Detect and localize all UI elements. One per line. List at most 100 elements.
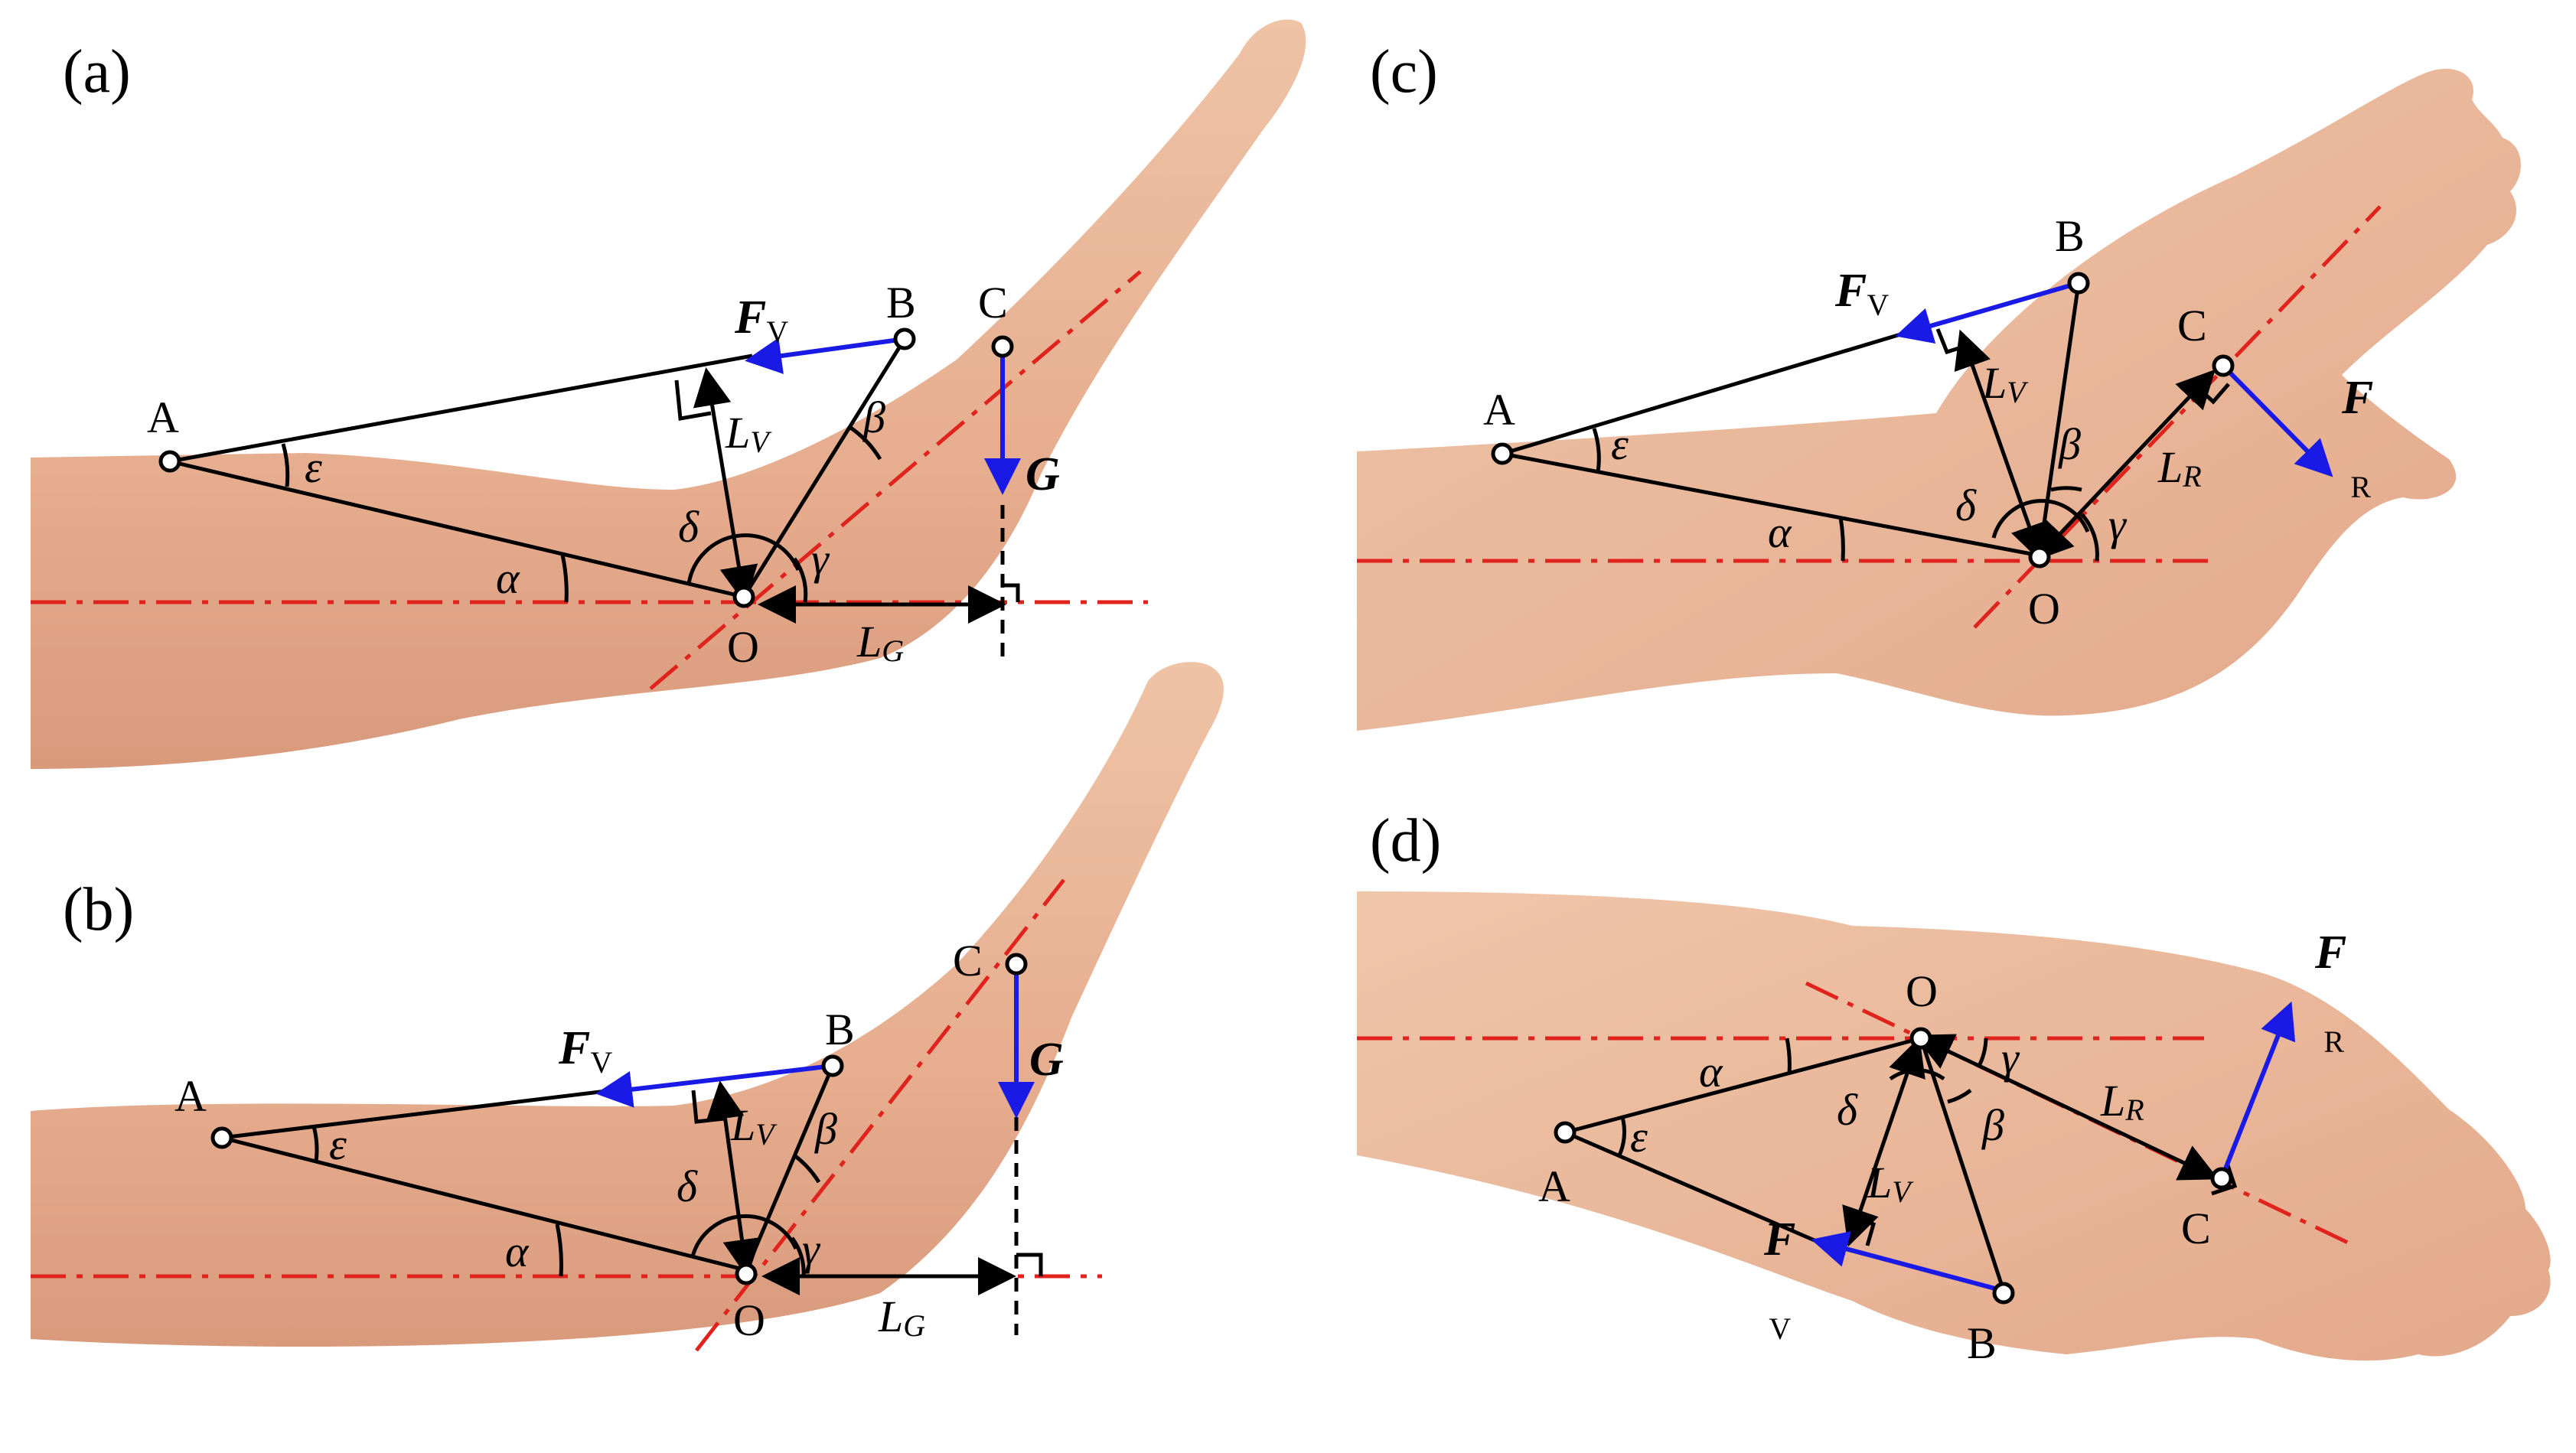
- panel-b-point-C: C: [953, 936, 983, 985]
- panel-a-line-AF: [169, 353, 753, 464]
- panel-c-arc-alpha: [1838, 516, 1845, 562]
- panel-d-point-O: O: [1906, 966, 1938, 1016]
- panel-b-gravity-label: G: [1029, 1034, 1064, 1086]
- panel-b-node-A: [210, 1126, 233, 1149]
- panel-c-arc-gamma: [2080, 513, 2099, 562]
- panel-c-node-B: [2067, 272, 2090, 295]
- panel-a-angle-gamma: γ: [811, 534, 830, 584]
- panel-b-lever-v-label: LV: [730, 1100, 778, 1152]
- panel-b-angle-epsilon: ε: [329, 1119, 347, 1169]
- panel-a-lever-g-label: LG: [856, 617, 904, 668]
- panel-c-point-O: O: [2028, 584, 2060, 634]
- panel-a-gravity-label: G: [1026, 448, 1060, 500]
- panel-b-angle-gamma: γ: [802, 1224, 821, 1274]
- panel-c-angle-alpha: α: [1768, 507, 1792, 557]
- panel-b-node-C: [1005, 953, 1028, 976]
- panel-a-node-C: [991, 335, 1014, 358]
- panel-d-line-AF: [1564, 1130, 1822, 1246]
- panel-b-line-AF: [221, 1088, 613, 1140]
- panel-b-right-angle-g: [1016, 1253, 1043, 1276]
- panel-a-angle-alpha: α: [496, 553, 520, 603]
- panel-c-point-C: C: [2177, 301, 2207, 350]
- panel-b-node-B: [821, 1054, 844, 1077]
- panel-a-arc-delta: [686, 533, 801, 585]
- panel-d-arc-beta: [1947, 1088, 1972, 1104]
- panel-a-arc-gamma: [792, 557, 808, 603]
- panel-b-label: (b): [63, 876, 134, 943]
- panel-a-arc-epsilon: [281, 443, 290, 487]
- panel-d-line-OC: [1913, 1034, 2219, 1181]
- panel-c-node-C: [2212, 354, 2235, 377]
- panel-a-angle-epsilon: ε: [305, 442, 322, 492]
- panel-d-right-angle-v: [1850, 1214, 1877, 1246]
- panel-c-force-v-label: FV: [1834, 265, 1889, 322]
- panel-d-arc-epsilon: [1616, 1116, 1627, 1158]
- panel-c-line-OC: [2034, 369, 2216, 562]
- panel-c-arc-beta: [2050, 486, 2082, 492]
- panel-a-right-angle-v: [674, 380, 712, 421]
- panel-a-node-B: [893, 327, 916, 350]
- panel-b-lever-g-label: LG: [878, 1292, 925, 1343]
- panel-b-angle-delta: δ: [677, 1161, 698, 1211]
- panel-b-arc-epsilon: [311, 1126, 319, 1162]
- panel-b-arc-alpha: [555, 1223, 563, 1277]
- panel-d-arc-gamma: [1976, 1038, 1988, 1069]
- panel-d-lever-r-label: LR: [2100, 1076, 2144, 1127]
- panel-a-node-A: [158, 450, 181, 473]
- panel-a-angle-delta: δ: [678, 502, 699, 552]
- panel-c-line-AO: [1502, 451, 2040, 558]
- panel-c-angle-gamma: γ: [2108, 500, 2128, 549]
- panel-c-label: (c): [1370, 38, 1438, 106]
- panel-c-node-A: [1491, 442, 1514, 465]
- panel-c-right-angle-v: [1935, 328, 1969, 355]
- panel-a: (a) A B C O ε α δ γ β FV G LV LG: [31, 19, 1306, 770]
- panel-d-force-r-arrow: [2219, 1001, 2296, 1180]
- panel-b-point-O: O: [733, 1295, 765, 1345]
- panel-c-point-B: B: [2055, 211, 2085, 261]
- panel-a-lever-v: [693, 367, 758, 604]
- panel-d-point-A: A: [1538, 1161, 1570, 1211]
- panel-a-force-v-arrow: [745, 337, 905, 374]
- panel-d-node-B: [1992, 1282, 2015, 1305]
- panel-d-arc-alpha: [1785, 1038, 1792, 1074]
- panel-b-arc-beta: [793, 1154, 821, 1184]
- panel-a-arc-beta: [848, 425, 882, 461]
- panel-b-point-B: B: [825, 1005, 855, 1054]
- panel-b-axis-hand: [695, 878, 1065, 1352]
- panel-b-lever-v: [706, 1080, 761, 1278]
- panel-c-angle-delta: δ: [1955, 481, 1977, 530]
- panel-c-arm-silhouette: [1357, 68, 2521, 731]
- panel-d-angle-beta: β: [1981, 1100, 2004, 1150]
- panel-a-point-A: A: [147, 393, 179, 442]
- panel-d-node-A: [1554, 1121, 1577, 1144]
- panel-c-force-r-arrow: [2221, 363, 2333, 477]
- panel-d-lever-v: [1842, 1037, 1925, 1247]
- panel-d-node-C: [2210, 1167, 2233, 1190]
- panel-c-angle-epsilon: ε: [1611, 419, 1629, 469]
- panel-c-angle-beta: β: [2058, 419, 2081, 469]
- panel-c-node-O: [2028, 546, 2051, 568]
- panel-a-label: (a): [63, 38, 131, 106]
- panel-b: (b) A B C O ε α δ γ β FV G LV LG: [31, 662, 1224, 1352]
- panel-b-arc-delta: [690, 1214, 798, 1257]
- panel-c-lever-v-label: LV: [1981, 358, 2029, 409]
- panel-a-right-angle-g: [1003, 583, 1020, 602]
- panel-d-arc-delta: [1889, 1068, 1945, 1081]
- panel-d-angle-epsilon: ε: [1630, 1112, 1648, 1161]
- panel-a-arc-alpha: [560, 554, 569, 603]
- panel-b-line-AO: [221, 1135, 747, 1272]
- panel-a-axis-hand: [649, 270, 1142, 690]
- panel-a-lever-v-label: LV: [725, 408, 772, 459]
- panel-d-force-v-arrow: [1811, 1231, 2004, 1293]
- panel-d-angle-gamma: γ: [2001, 1033, 2020, 1083]
- panel-d-lever-v-label: LV: [1867, 1158, 1914, 1209]
- panel-a-node-O: [732, 585, 755, 608]
- panel-b-angle-beta: β: [814, 1104, 837, 1154]
- panel-a-point-C: C: [978, 278, 1008, 327]
- panel-d-arm-silhouette: [1357, 891, 2551, 1361]
- panel-a-point-B: B: [886, 278, 916, 327]
